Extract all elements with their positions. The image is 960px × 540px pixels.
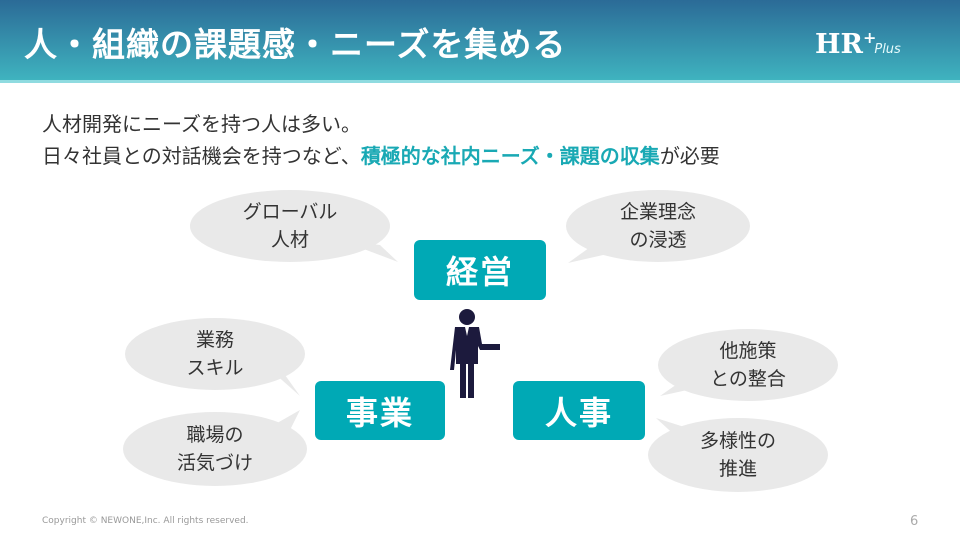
header-bar: 人・組織の課題感・ニーズを集める HR+Plus bbox=[0, 0, 960, 83]
box-management: 経営 bbox=[414, 240, 546, 300]
box-business: 事業 bbox=[315, 381, 445, 440]
bubble-skill bbox=[125, 318, 305, 390]
bubble-workplace bbox=[123, 412, 307, 486]
hr-plus-logo: HR+Plus bbox=[815, 28, 901, 60]
bubble-text-global: グローバル人材 bbox=[242, 201, 338, 251]
lead-line-1: 人材開発にニーズを持つ人は多い。 bbox=[42, 112, 361, 136]
lead-line-2: 日々社員との対話機会を持つなど、積極的な社内ニーズ・課題の収集が必要 bbox=[42, 144, 720, 168]
copyright: Copyright © NEWONE,Inc. All rights reser… bbox=[42, 516, 249, 526]
bubble-global bbox=[190, 190, 390, 262]
bubble-text-diversity: 多様性の推進 bbox=[699, 430, 776, 480]
box-hr: 人事 bbox=[513, 381, 645, 440]
page-number: 6 bbox=[910, 514, 919, 529]
highlight-text: 積極的な社内ニーズ・課題の収集 bbox=[360, 144, 660, 168]
bubble-diversity bbox=[648, 418, 828, 492]
bubble-text-alignment: 他施策との整合 bbox=[710, 340, 786, 390]
businessman-pointing-icon bbox=[450, 309, 500, 398]
slide-title: 人・組織の課題感・ニーズを集める bbox=[24, 25, 567, 64]
bubble-philosophy bbox=[566, 190, 750, 262]
bubble-text-skill: 業務スキル bbox=[186, 329, 244, 379]
bubble-text-workplace: 職場の活気づけ bbox=[176, 424, 253, 474]
bubble-text-philosophy: 企業理念の浸透 bbox=[619, 201, 696, 251]
